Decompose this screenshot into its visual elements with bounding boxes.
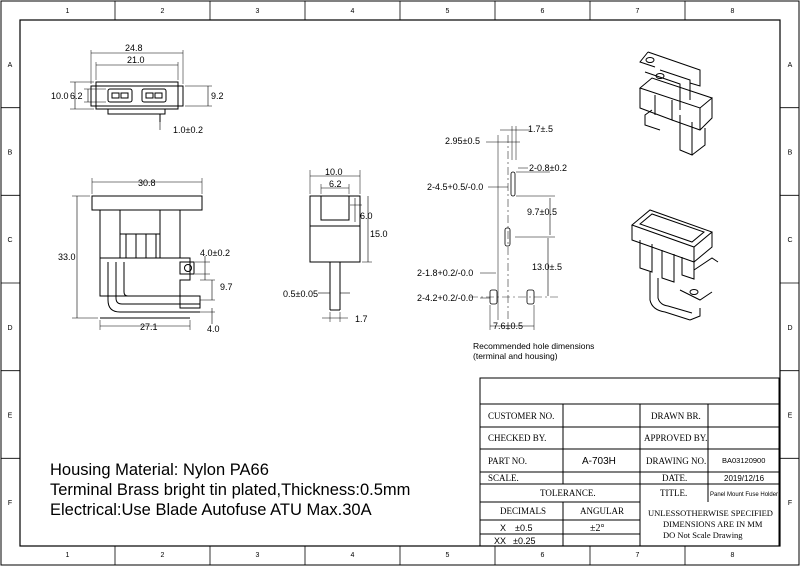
- dim-top-21-0: 21.0: [127, 55, 145, 65]
- grid-col-bottom-7: 7: [636, 552, 640, 559]
- dim-side-1-7: 1.7: [355, 314, 368, 324]
- grid-row-left-E: E: [8, 413, 13, 420]
- side-view: [309, 170, 372, 322]
- dim-front-9-7: 9.7: [220, 282, 233, 292]
- customer-no-label: CUSTOMER NO.: [488, 411, 554, 421]
- grid-row-right-A: A: [788, 62, 793, 69]
- part-no-label: PART NO.: [488, 456, 527, 466]
- grid-row-right-F: F: [788, 500, 792, 507]
- part-no-value: A-703H: [582, 456, 616, 467]
- dim-top-6-2: 6.2: [70, 91, 83, 101]
- grid-col-bottom-5: 5: [446, 552, 450, 559]
- hole-caption-line2: (terminal and housing): [473, 351, 558, 361]
- grid-col-bottom-8: 8: [731, 552, 735, 559]
- grid-col-top-7: 7: [636, 8, 640, 15]
- checked-by-label: CHECKED BY.: [488, 433, 546, 443]
- xx-label: XX: [494, 536, 506, 546]
- x-label: X: [500, 523, 506, 533]
- drawn-by-label: DRAWN BR.: [651, 411, 701, 421]
- hole-dimensions-view: [470, 126, 560, 330]
- grid-col-bottom-6: 6: [541, 552, 545, 559]
- dim-hole-2-4-5: 2-4.5+0.5/-0.0: [427, 182, 483, 192]
- approved-by-label: APPROVED BY.: [644, 433, 707, 443]
- dim-hole-2-0-8: 2-0.8±0.2: [529, 163, 567, 173]
- dim-top-9-2: 9.2: [211, 91, 224, 101]
- drawing-no-label: DRAWING NO.: [646, 456, 706, 466]
- date-value: 2019/12/16: [724, 474, 765, 483]
- dim-side-15-0: 15.0: [370, 229, 388, 239]
- dim-side-0-5: 0.5±0.05: [283, 289, 318, 299]
- dim-front-4-0: 4.0: [207, 324, 220, 334]
- front-view: [72, 178, 215, 330]
- grid-col-top-4: 4: [351, 8, 355, 15]
- top-view: [70, 50, 212, 130]
- x-value: ±0.5: [515, 523, 532, 533]
- date-label: DATE.: [662, 473, 687, 483]
- drawing-no-value: BA03120900: [722, 456, 765, 465]
- note-line2: DIMENSIONS ARE IN MM: [663, 519, 763, 529]
- grid-row-left-C: C: [7, 237, 12, 244]
- title-block: [479, 377, 780, 547]
- dim-hole-2-1-8: 2-1.8+0.2/-0.0: [417, 268, 473, 278]
- dim-top-24-8: 24.8: [125, 43, 143, 53]
- hole-caption-line1: Recommended hole dimensions: [473, 341, 594, 351]
- grid-col-top-8: 8: [731, 8, 735, 15]
- grid-row-left-A: A: [8, 62, 13, 69]
- dim-top-10-0: 10.0: [51, 91, 69, 101]
- material-notes: Housing Material: Nylon PA66 Terminal Br…: [50, 460, 410, 520]
- dim-front-30-8: 30.8: [138, 178, 156, 188]
- grid-row-left-D: D: [7, 325, 12, 332]
- xx-value: ±0.25: [513, 536, 535, 546]
- grid-col-bottom-1: 1: [66, 552, 70, 559]
- title-label: TITLE.: [660, 488, 687, 498]
- grid-row-left-B: B: [8, 150, 13, 157]
- grid-col-top-3: 3: [256, 8, 260, 15]
- grid-col-top-6: 6: [541, 8, 545, 15]
- grid-row-right-B: B: [788, 150, 793, 157]
- tolerance-label: TOLERANCE.: [540, 488, 596, 498]
- grid-row-left-F: F: [8, 500, 12, 507]
- dim-side-6-2: 6.2: [329, 179, 342, 189]
- grid-col-bottom-3: 3: [256, 552, 260, 559]
- grid-col-top-5: 5: [446, 8, 450, 15]
- grid-col-bottom-2: 2: [161, 552, 165, 559]
- isometric-view-top: [638, 51, 714, 156]
- grid-row-right-D: D: [787, 325, 792, 332]
- dim-hole-7-6: 7.6±0.5: [493, 321, 523, 331]
- note-housing-material: Housing Material: Nylon PA66: [50, 461, 269, 479]
- scale-label: SCALE.: [488, 473, 519, 483]
- dim-hole-2-95: 2.95±0.5: [445, 136, 480, 146]
- dim-front-27-1: 27.1: [140, 322, 158, 332]
- grid-row-right-C: C: [787, 237, 792, 244]
- note-terminal: Terminal Brass bright tin plated,Thickne…: [50, 481, 411, 499]
- grid-col-top-1: 1: [66, 8, 70, 15]
- dim-front-33-0: 33.0: [58, 252, 76, 262]
- dim-top-1-0: 1.0±0.2: [173, 125, 203, 135]
- dim-hole-13-0: 13.0±.5: [532, 262, 562, 272]
- dim-hole-9-7: 9.7±0.5: [527, 207, 557, 217]
- angular-label: ANGULAR: [580, 506, 624, 516]
- grid-row-right-E: E: [788, 413, 793, 420]
- angular-value: ±2°: [590, 523, 605, 534]
- dim-side-10-0: 10.0: [325, 167, 343, 177]
- note-line3: DO Not Scale Drawing: [663, 530, 743, 540]
- decimals-label: DECIMALS: [500, 506, 546, 516]
- dim-side-6-0: 6.0: [360, 211, 373, 221]
- note-electrical: Electrical:Use Blade Autofuse ATU Max.30…: [50, 501, 372, 519]
- note-line1: UNLESSOTHERWISE SPECIFIED: [648, 508, 773, 518]
- dim-hole-2-4-2: 2-4.2+0.2/-0.0: [417, 293, 473, 303]
- dim-hole-1-7: 1.7±.5: [528, 124, 553, 134]
- dim-front-4-0-tol: 4.0±0.2: [200, 248, 230, 258]
- isometric-view-bottom: [631, 209, 719, 321]
- grid-col-bottom-4: 4: [351, 552, 355, 559]
- grid-col-top-2: 2: [161, 8, 165, 15]
- title-value: Panel Mount Fuse Holder: [710, 492, 778, 498]
